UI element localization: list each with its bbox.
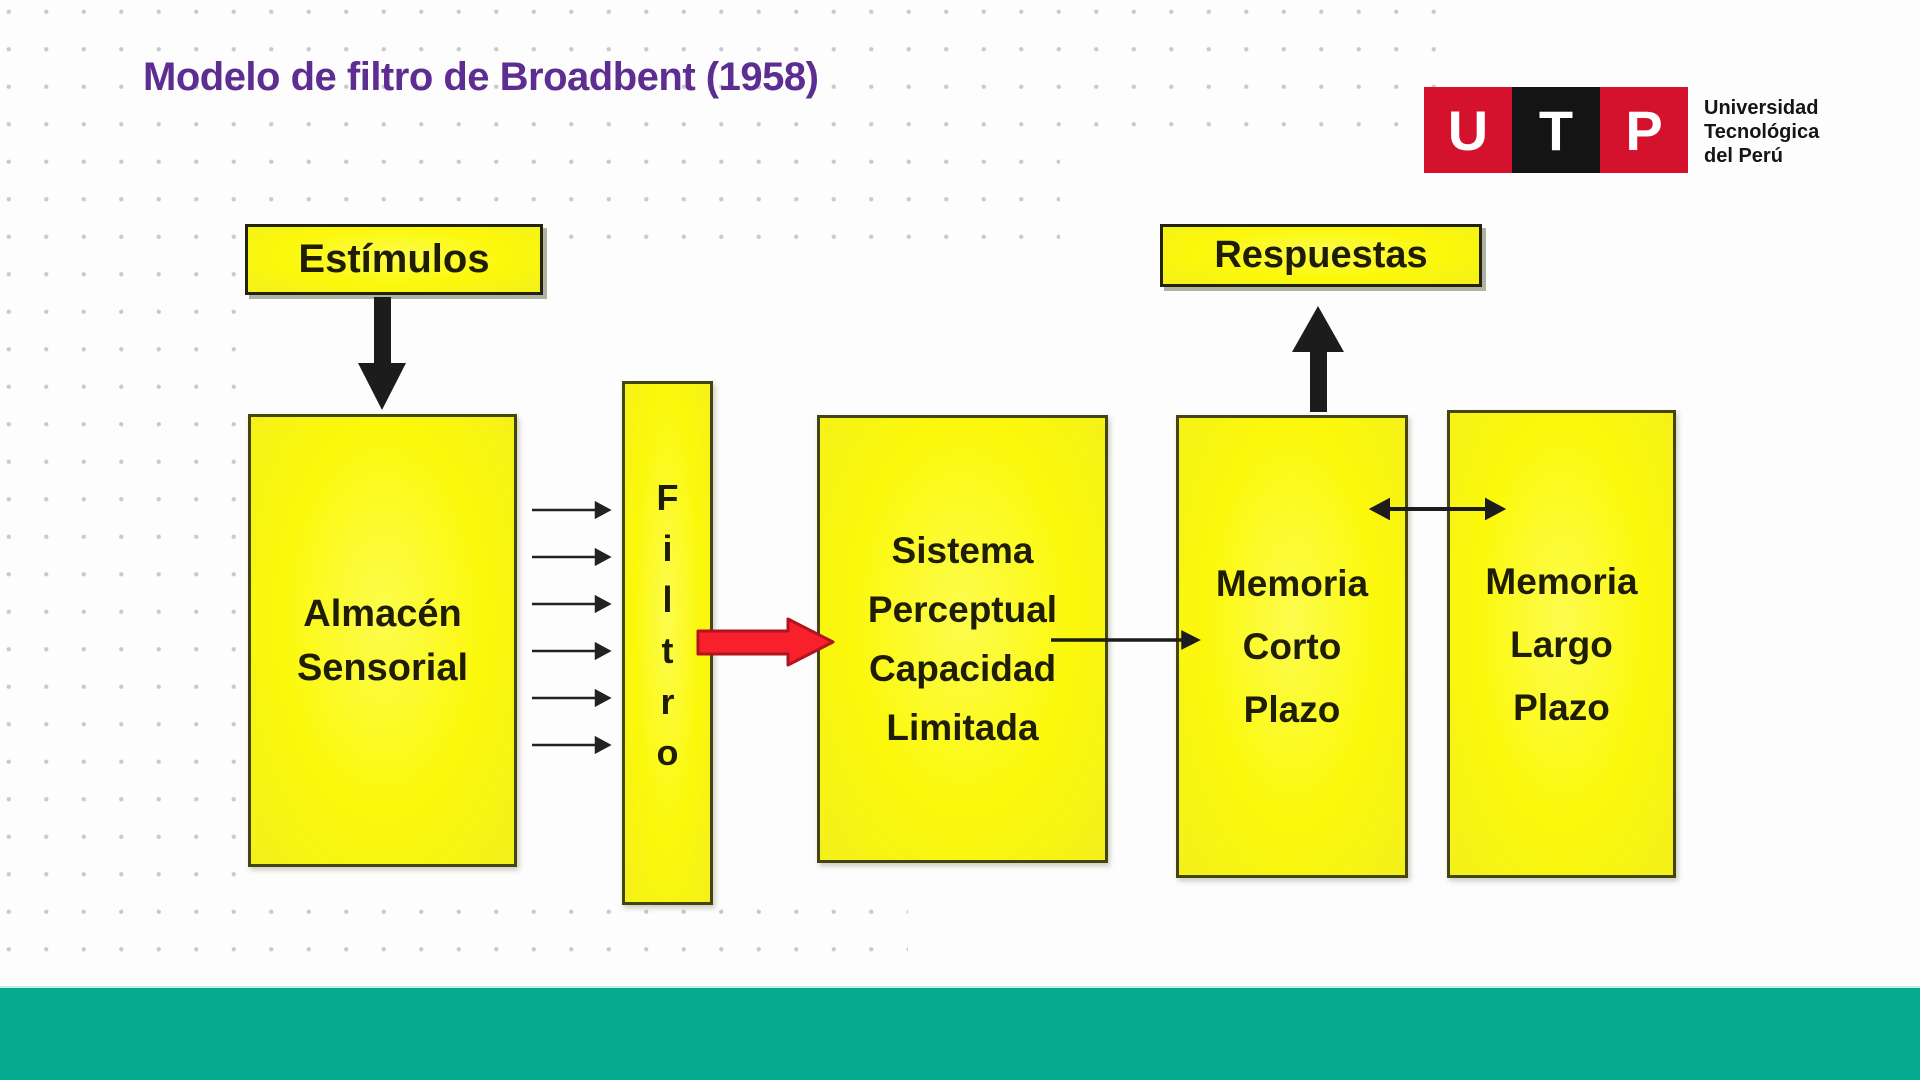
logo-name-line: Tecnológica bbox=[1704, 121, 1820, 143]
almacen-line: Almacén bbox=[303, 592, 462, 635]
logo-letter-p: P bbox=[1600, 87, 1688, 173]
filtro-letter: o bbox=[656, 732, 679, 773]
logo-university-name: Universidad Tecnológica del Perú bbox=[1704, 96, 1819, 168]
filtro-letter: t bbox=[661, 630, 674, 671]
footer-bar bbox=[0, 986, 1920, 1080]
memoria-corto-plazo-box: Memoria Corto Plazo bbox=[1176, 415, 1408, 878]
sistema-line: Capacidad bbox=[868, 648, 1057, 689]
utp-logo: U T P bbox=[1424, 87, 1688, 173]
sistema-perceptual-box: Sistema Perceptual Capacidad Limitada bbox=[817, 415, 1108, 863]
memoria-largo-line: Largo bbox=[1510, 623, 1613, 665]
memoria-largo-line: Plazo bbox=[1513, 686, 1610, 728]
logo-name-line: del Perú bbox=[1704, 145, 1783, 167]
memoria-corto-line: Plazo bbox=[1243, 689, 1341, 730]
respuestas-label-box: Respuestas bbox=[1160, 224, 1482, 287]
memoria-corto-line: Corto bbox=[1242, 626, 1342, 667]
stimulus-arrow-5 bbox=[532, 688, 612, 708]
filtro-letter: r bbox=[660, 681, 675, 722]
filtro-letter: i bbox=[662, 528, 673, 569]
slide-title: Modelo de filtro de Broadbent (1958) bbox=[143, 55, 819, 99]
memoria-corto-line: Memoria bbox=[1215, 563, 1369, 604]
stimulus-arrow-2 bbox=[532, 547, 612, 567]
logo-letter-t: T bbox=[1512, 87, 1600, 173]
sistema-line: Perceptual bbox=[867, 589, 1058, 630]
sistema-line: Sistema bbox=[891, 530, 1034, 571]
logo-name-line: Universidad bbox=[1704, 97, 1819, 119]
estimulos-label: Estímulos bbox=[298, 237, 490, 281]
stimulus-arrow-3 bbox=[532, 594, 612, 614]
estimulos-label-box: Estímulos bbox=[245, 224, 543, 295]
stimulus-arrow-1 bbox=[532, 500, 612, 520]
up-arrow-icon bbox=[1292, 306, 1344, 412]
down-arrow-icon bbox=[358, 297, 406, 410]
logo-letter-u: U bbox=[1424, 87, 1512, 173]
stimulus-arrow-6 bbox=[532, 735, 612, 755]
almacen-line: Sensorial bbox=[296, 646, 469, 689]
sistema-line: Limitada bbox=[886, 707, 1039, 748]
red-arrow-icon bbox=[696, 617, 835, 667]
filtro-letter: l bbox=[662, 579, 673, 620]
memoria-largo-plazo-box: Memoria Largo Plazo bbox=[1447, 410, 1676, 878]
respuestas-label: Respuestas bbox=[1214, 234, 1428, 276]
almacen-sensorial-box: Almacén Sensorial bbox=[248, 414, 517, 867]
stimulus-arrow-4 bbox=[532, 641, 612, 661]
memoria-largo-line: Memoria bbox=[1485, 560, 1638, 602]
filtro-box: F i l t r o bbox=[622, 381, 713, 905]
filtro-letter: F bbox=[656, 477, 679, 518]
